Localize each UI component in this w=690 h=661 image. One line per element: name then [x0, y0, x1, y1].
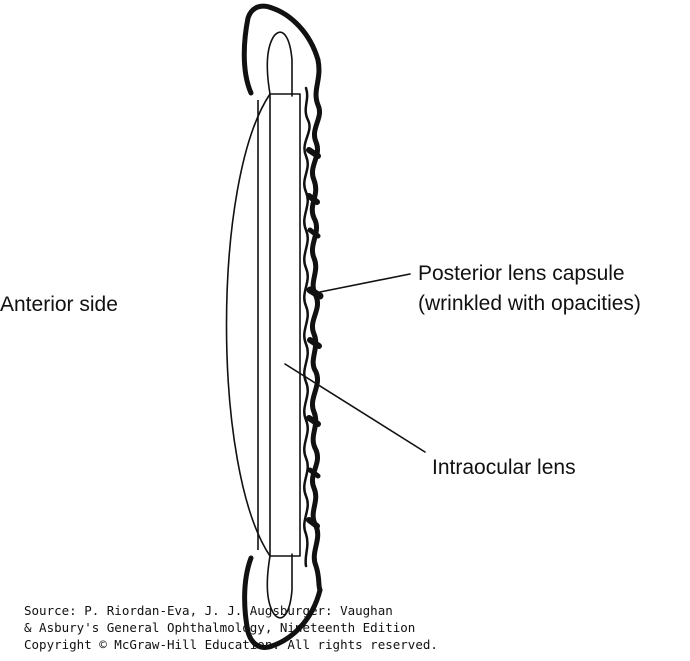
- intraocular-lens-optic: [225, 93, 301, 557]
- capsule-bottom-hook: [242, 555, 323, 650]
- label-anterior-side: Anterior side: [0, 293, 118, 316]
- posterior-lens-capsule: [303, 57, 324, 593]
- haptic-top: [266, 31, 293, 97]
- capsule-outline: [241, 3, 323, 650]
- source-line-1: Source: P. Riordan-Eva, J. J. Augsburger…: [24, 603, 393, 618]
- label-posterior-capsule-line1: Posterior lens capsule: [418, 262, 625, 285]
- label-intraocular-lens: Intraocular lens: [432, 456, 576, 479]
- leader-lines: [284, 273, 426, 453]
- source-citation: Source: P. Riordan-Eva, J. J. Augsburger…: [24, 602, 438, 653]
- label-posterior-capsule-line2: (wrinkled with opacities): [418, 292, 641, 315]
- leader-intraocular-lens: [284, 363, 426, 453]
- source-line-2: & Asbury's General Ophthalmology, Ninete…: [24, 620, 416, 635]
- lens-haptics: [266, 31, 293, 619]
- leader-posterior-capsule: [319, 273, 411, 293]
- capsule-top-hook: [241, 3, 321, 96]
- source-line-3: Copyright © McGraw-Hill Education. All r…: [24, 637, 438, 652]
- haptic-bottom: [266, 553, 293, 619]
